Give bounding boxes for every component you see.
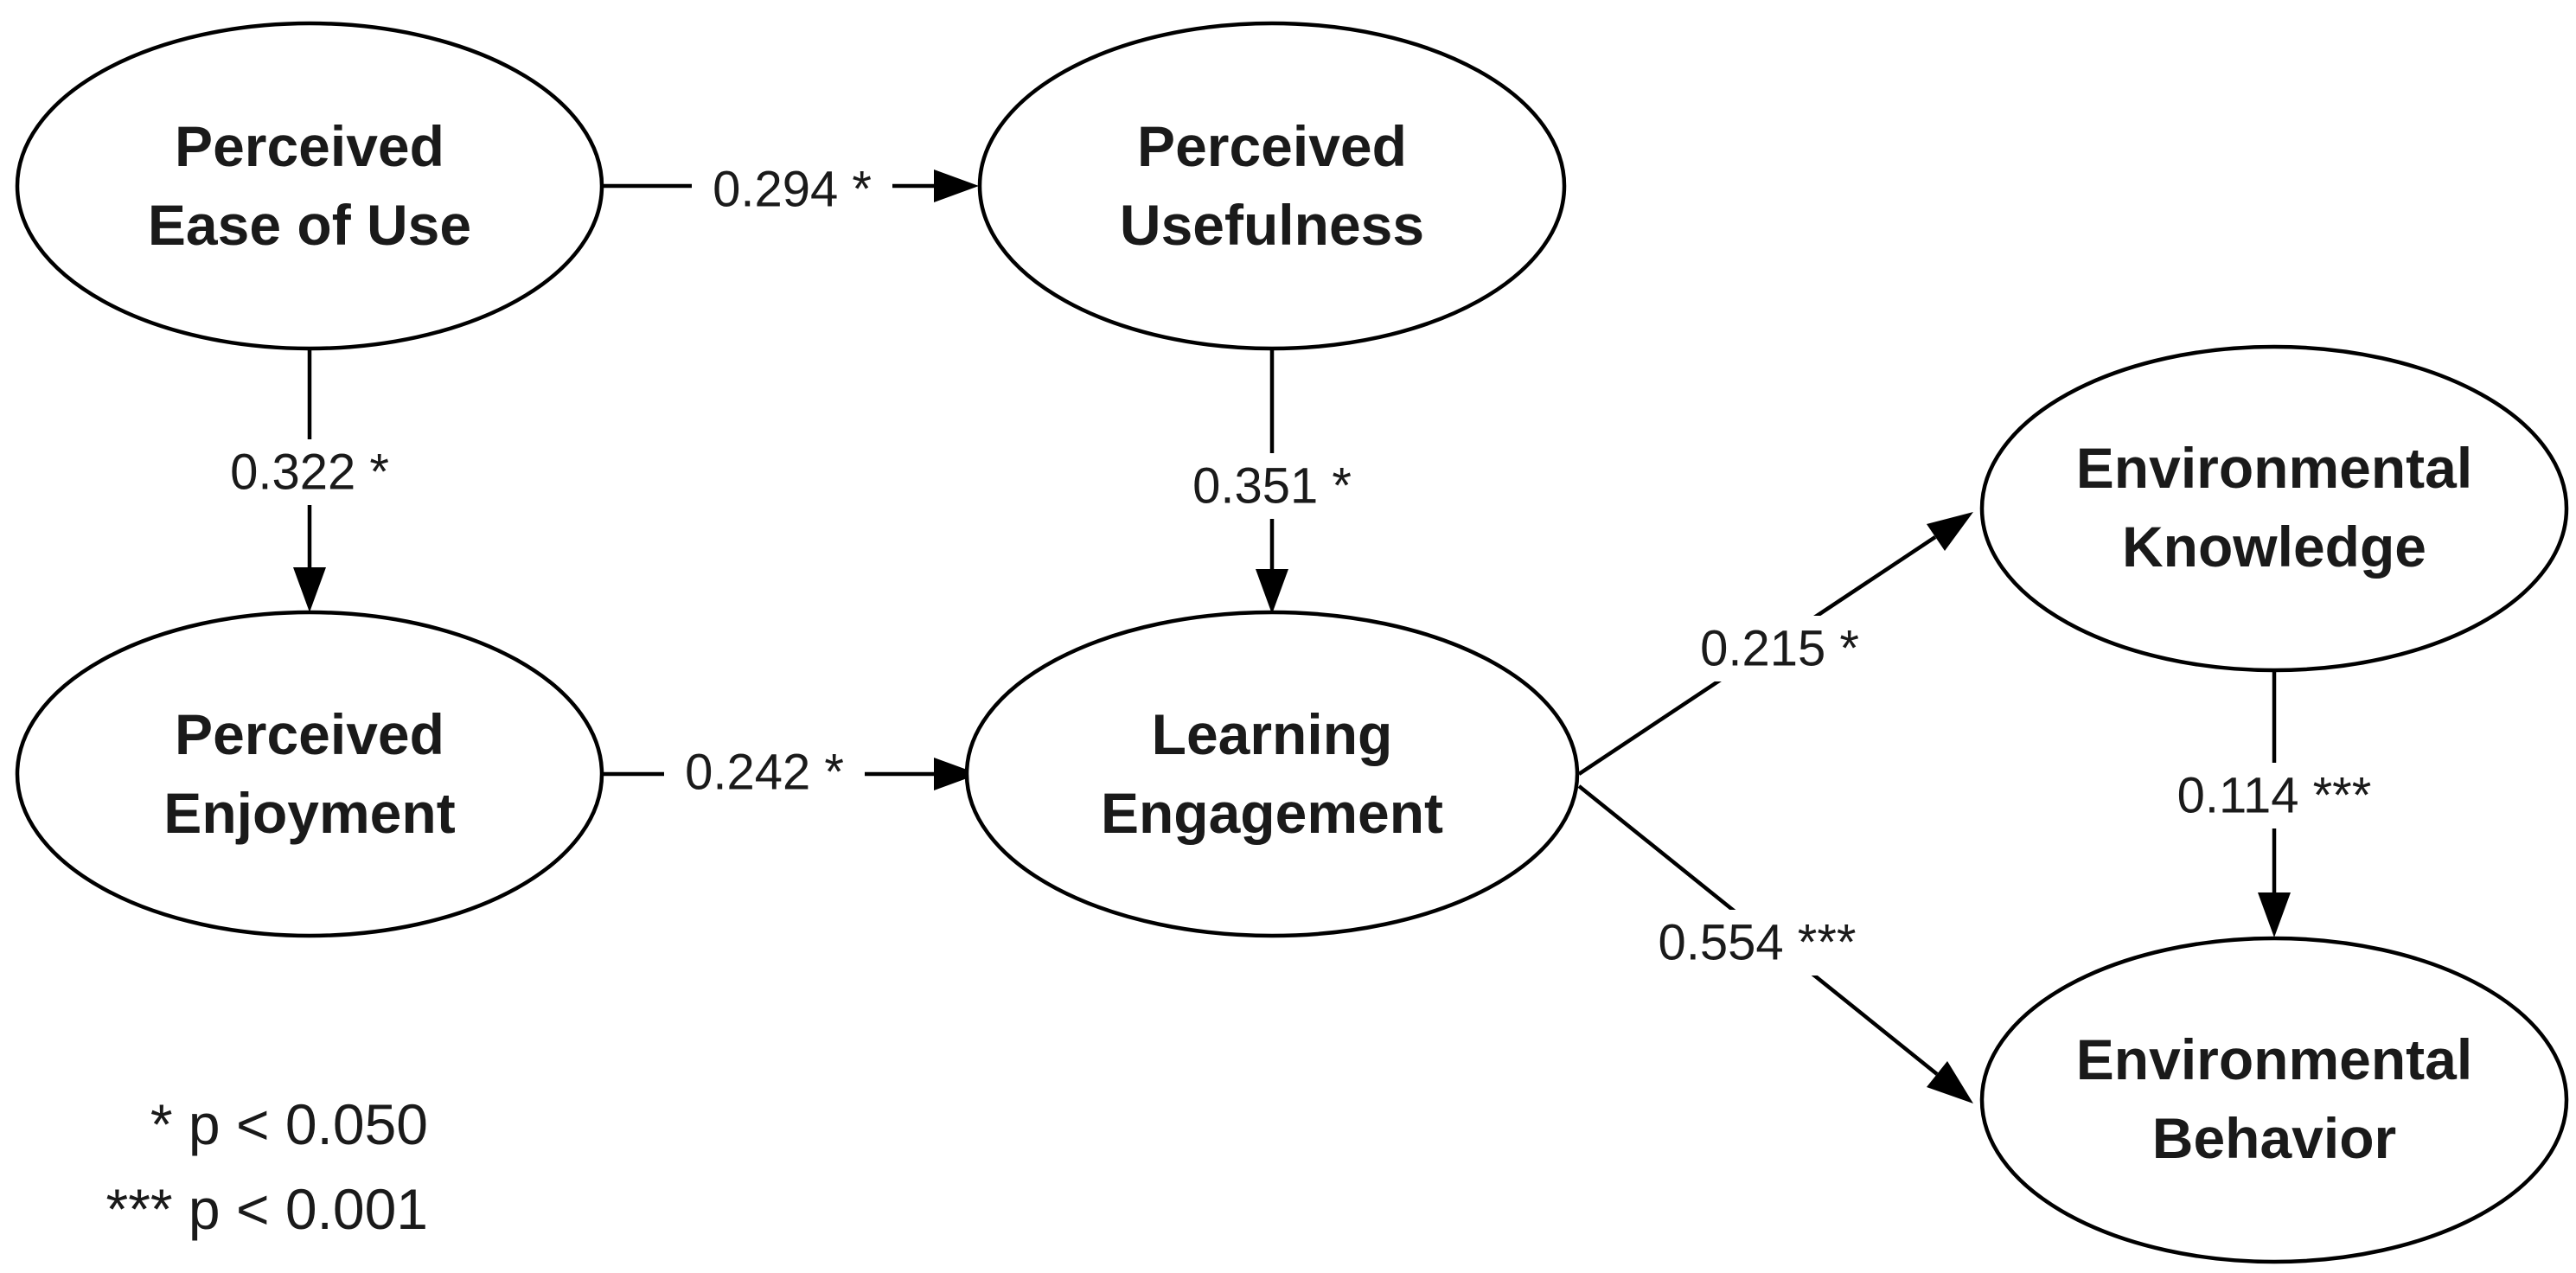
node-label-line2: Behavior bbox=[2152, 1106, 2396, 1170]
node-label-line1: Perceived bbox=[175, 114, 444, 178]
node-perceived-usefulness: Perceived Usefulness bbox=[977, 21, 1567, 351]
arrowhead bbox=[934, 170, 979, 202]
edge-pe-to-le: 0.242 * bbox=[603, 745, 979, 801]
node-ellipse bbox=[964, 610, 1580, 938]
legend-line1: * p < 0.050 bbox=[150, 1092, 428, 1156]
node-label-line2: Usefulness bbox=[1120, 193, 1424, 257]
node-label-line2: Engagement bbox=[1101, 781, 1443, 845]
node-ellipse bbox=[1979, 344, 2569, 673]
node-learning-engagement: Learning Engagement bbox=[964, 610, 1580, 938]
edge-le-to-ek: 0.215 * bbox=[1577, 512, 1973, 776]
edge-label-le-eb: 0.554 *** bbox=[1659, 915, 1857, 971]
node-label-line2: Ease of Use bbox=[148, 193, 471, 257]
arrowhead bbox=[1927, 1061, 1973, 1103]
node-label-line1: Perceived bbox=[175, 702, 444, 766]
node-environmental-knowledge: Environmental Knowledge bbox=[1979, 344, 2569, 673]
node-label-line1: Environmental bbox=[2076, 1027, 2472, 1091]
node-label-line2: Enjoyment bbox=[163, 781, 455, 845]
edge-ek-to-eb: 0.114 *** bbox=[2157, 670, 2392, 937]
edge-label-pu-le: 0.351 * bbox=[1192, 458, 1352, 515]
node-perceived-enjoyment: Perceived Enjoyment bbox=[15, 610, 604, 938]
arrowhead bbox=[2258, 892, 2291, 937]
edge-label-le-ek: 0.215 * bbox=[1700, 621, 1859, 677]
edge-label-peou-pe: 0.322 * bbox=[230, 445, 389, 501]
edge-le-to-eb: 0.554 *** bbox=[1577, 784, 1973, 1103]
edge-pu-to-le: 0.351 * bbox=[1169, 350, 1375, 614]
node-label-line1: Perceived bbox=[1137, 114, 1407, 178]
arrowhead bbox=[1256, 569, 1288, 614]
node-ellipse bbox=[15, 21, 604, 351]
node-ellipse bbox=[1979, 936, 2569, 1264]
node-environmental-behavior: Environmental Behavior bbox=[1979, 936, 2569, 1264]
node-label-line2: Knowledge bbox=[2122, 515, 2426, 579]
edge-peou-to-pu: 0.294 * bbox=[603, 158, 979, 218]
edge-label-ek-eb: 0.114 *** bbox=[2177, 768, 2372, 824]
node-perceived-ease-of-use: Perceived Ease of Use bbox=[15, 21, 604, 351]
node-label-line1: Learning bbox=[1152, 702, 1393, 766]
arrowhead bbox=[293, 567, 326, 612]
arrowhead bbox=[934, 758, 979, 790]
edge-peou-to-pe: 0.322 * bbox=[208, 350, 412, 612]
node-label-line1: Environmental bbox=[2076, 436, 2472, 500]
node-ellipse bbox=[977, 21, 1567, 351]
significance-legend: * p < 0.050 *** p < 0.001 bbox=[106, 1092, 428, 1241]
node-ellipse bbox=[15, 610, 604, 938]
legend-line2: *** p < 0.001 bbox=[106, 1177, 428, 1241]
arrowhead bbox=[1927, 512, 1973, 551]
edge-label-peou-pu: 0.294 * bbox=[713, 162, 872, 218]
edge-label-pe-le: 0.242 * bbox=[685, 745, 844, 801]
